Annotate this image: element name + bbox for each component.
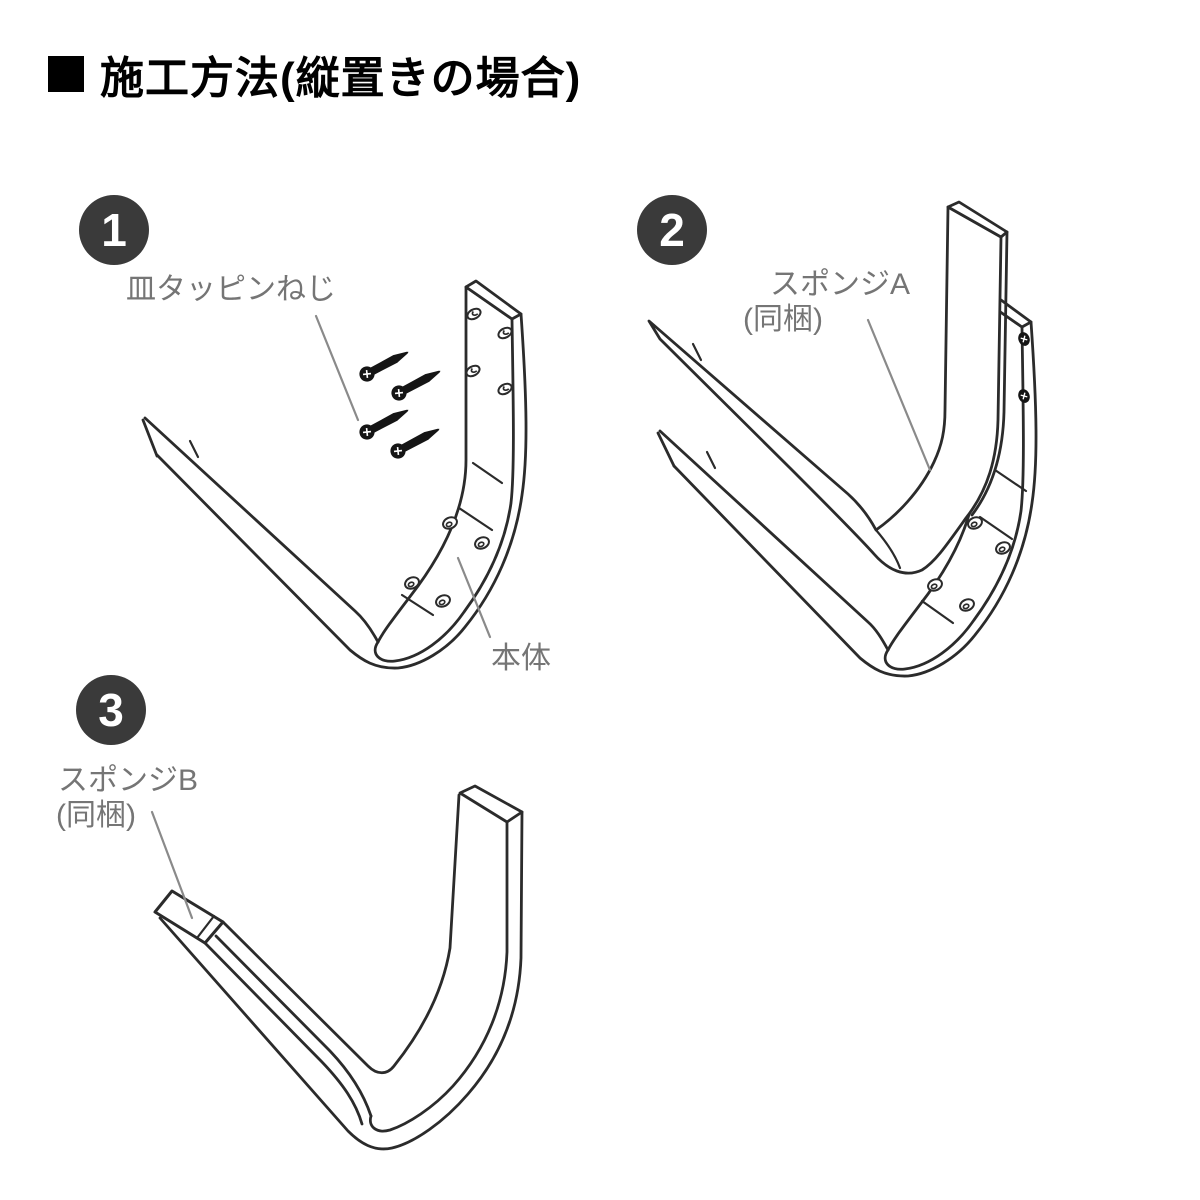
step-2-bracket-illustration [647,200,1038,678]
step-3-bracket-illustration [150,784,524,1151]
label-sponge-a-name: スポンジA [770,268,911,301]
sponge-a-tip-bevel [691,342,703,362]
screw-icon [359,351,409,382]
title-square-icon [48,56,84,92]
screw-icon [359,409,409,440]
bracket-face [373,285,515,663]
step-3-badge: 3 [76,675,146,745]
bracket-outer-edge [672,320,1038,678]
band-screw-holes [927,516,1011,612]
bracket-outer-edge [158,810,524,1151]
plate-screw-holes [465,307,513,396]
label-sponge-a: スポンジA (同梱) [743,267,911,337]
sponge-b-leader-line [150,810,194,920]
bend-marks [400,461,504,617]
label-sponge-b: スポンジB (同梱) [56,763,199,833]
installed-screw-heads [1018,332,1030,403]
sponge-a-outline [647,205,1003,575]
page-header: 施工方法(縦置きの場合) [48,42,581,106]
sponge-a-inner-curve [874,528,902,570]
step-1-bracket-illustration [141,279,528,670]
label-sponge-a-note: (同梱) [743,303,823,336]
page-title: 施工方法(縦置きの場合) [100,54,582,103]
bend-marks [920,468,1028,625]
bracket-arm-top-edge [658,429,890,652]
sponge-a-leader-line [866,318,932,472]
screw-head-icon [1018,389,1030,403]
bracket-outer-edge [155,312,528,670]
screws-leader-line [314,314,360,422]
bracket-face-edge [368,820,509,1133]
bracket-arm-tip-end [656,431,676,468]
label-main-body: 本体 [491,642,551,675]
label-sponge-b-name: スポンジB [58,764,199,797]
sponge-b-edge [195,914,216,940]
bracket-arm-tip-bevel [705,450,717,470]
band-screw-holes [404,516,490,608]
bracket-arm-mid-edge [214,934,373,1118]
step-2-badge: 2 [637,195,707,265]
label-sponge-b-note: (同梱) [56,799,136,832]
step-1-badge: 1 [79,195,149,265]
bracket-inner-edge [221,793,461,1075]
body-leader-line [456,556,492,639]
bracket-top-face [458,784,524,824]
bracket-arm-top-edge [143,416,380,644]
tapping-screws [359,351,441,459]
label-tapping-screws: 皿タッピンねじ [126,273,336,306]
sponge-a-edge [970,230,1009,517]
screw-head-icon [1018,332,1030,346]
bracket-arm-tip-bevel [188,439,200,459]
bracket-arm-tip-end [141,418,159,458]
screw-icon [391,370,441,401]
bracket-arm-lower-edge [203,941,364,1126]
screw-icon [390,428,440,459]
sponge-b-block [153,889,225,945]
